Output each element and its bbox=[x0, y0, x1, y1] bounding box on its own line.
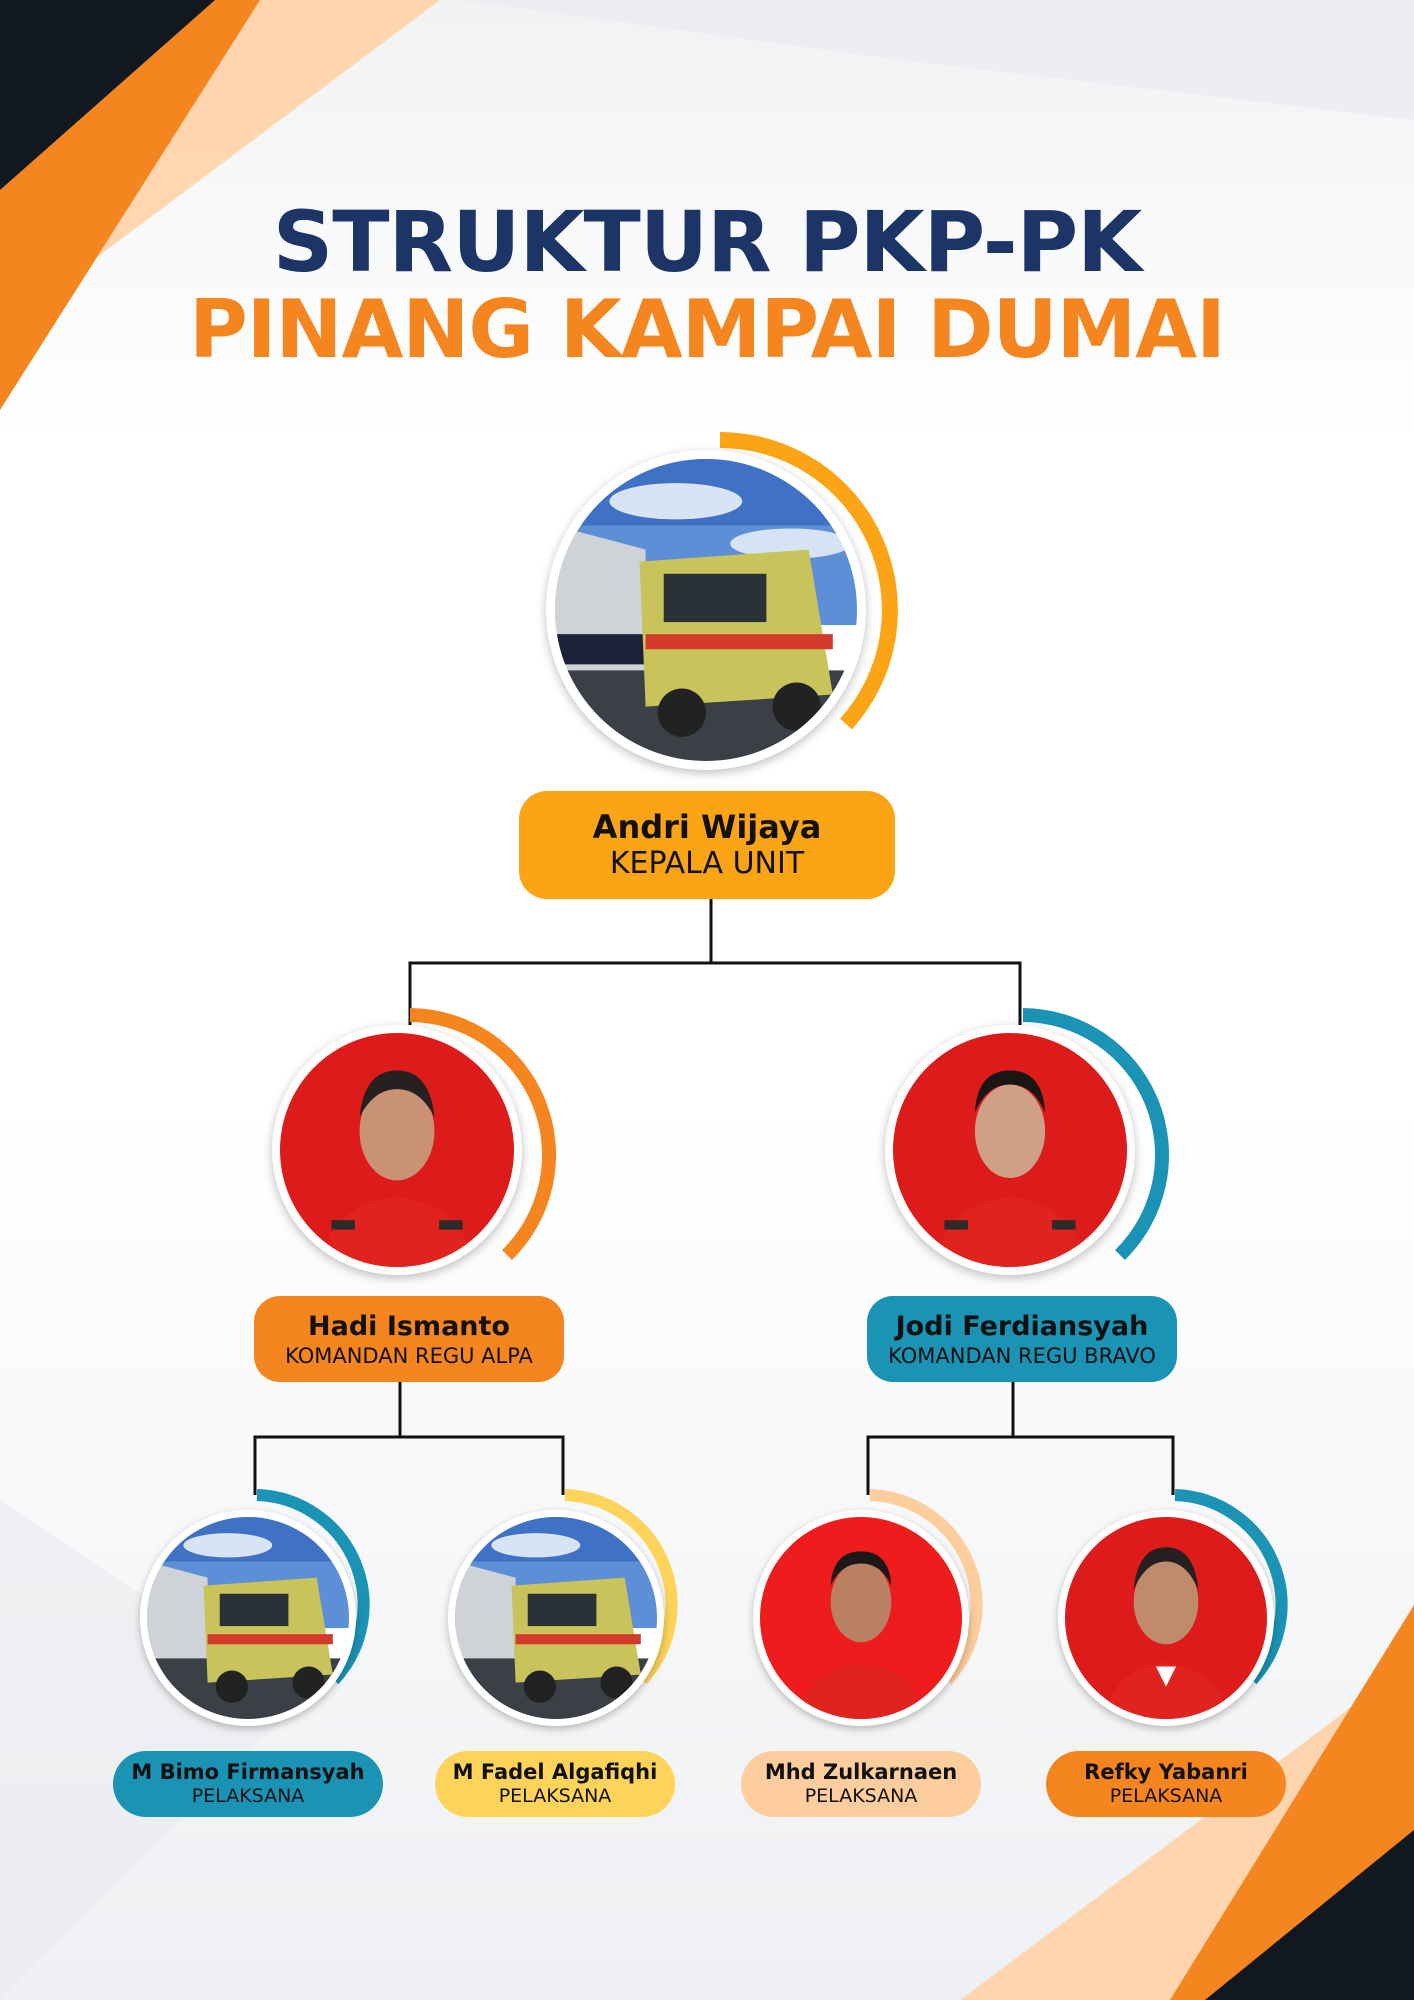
firefighter-portrait-photo bbox=[760, 1517, 962, 1719]
node-name: M Fadel Algafiqhi bbox=[452, 1760, 658, 1784]
bravo-photo bbox=[885, 1025, 1135, 1275]
node-name: Refky Yabanri bbox=[1084, 1760, 1248, 1784]
photo-accent-arc bbox=[1022, 1008, 1169, 1260]
staff-label-4: Refky Yabanri PELAKSANA bbox=[1046, 1751, 1286, 1817]
node-role: PELAKSANA bbox=[191, 1785, 305, 1807]
firefighter-portrait-photo bbox=[280, 1033, 514, 1267]
node-name: Andri Wijaya bbox=[592, 808, 822, 846]
staff-label-3: Mhd Zulkarnaen PELAKSANA bbox=[741, 1751, 981, 1817]
staff-label-1: M Bimo Firmansyah PELAKSANA bbox=[113, 1751, 383, 1817]
node-role: KEPALA UNIT bbox=[609, 846, 805, 881]
fire-truck-photo bbox=[555, 459, 857, 761]
node-name: Hadi Ismanto bbox=[308, 1310, 510, 1342]
alpha-label: Hadi Ismanto KOMANDAN REGU ALPA bbox=[254, 1296, 564, 1382]
photo-accent-arc bbox=[869, 1489, 983, 1685]
photo-accent-arc bbox=[564, 1489, 678, 1685]
node-role: PELAKSANA bbox=[804, 1785, 918, 1807]
head-photo bbox=[546, 450, 866, 770]
node-role: KOMANDAN REGU ALPA bbox=[285, 1343, 533, 1368]
fire-truck-photo bbox=[147, 1517, 349, 1719]
photo-accent-arc bbox=[1174, 1489, 1288, 1685]
photo-accent-arc bbox=[719, 432, 898, 730]
fire-truck-photo bbox=[455, 1517, 657, 1719]
staff-label-2: M Fadel Algafiqhi PELAKSANA bbox=[435, 1751, 675, 1817]
staff-photo-1 bbox=[140, 1510, 356, 1726]
staff-photo-2 bbox=[448, 1510, 664, 1726]
head-label: Andri Wijaya KEPALA UNIT bbox=[519, 791, 895, 899]
node-role: KOMANDAN REGU BRAVO bbox=[888, 1343, 1156, 1368]
photo-accent-arc bbox=[256, 1489, 370, 1685]
node-role: PELAKSANA bbox=[498, 1785, 612, 1807]
node-name: M Bimo Firmansyah bbox=[131, 1760, 365, 1784]
bravo-label: Jodi Ferdiansyah KOMANDAN REGU BRAVO bbox=[867, 1296, 1177, 1382]
node-name: Jodi Ferdiansyah bbox=[895, 1310, 1149, 1342]
staff-photo-3 bbox=[753, 1510, 969, 1726]
staff-photo-4 bbox=[1058, 1510, 1274, 1726]
alpha-photo bbox=[272, 1025, 522, 1275]
firefighter-portrait-photo bbox=[1065, 1517, 1267, 1719]
page-title: STRUKTUR PKP-PK bbox=[272, 193, 1142, 291]
node-role: PELAKSANA bbox=[1109, 1785, 1223, 1807]
photo-accent-arc bbox=[409, 1008, 556, 1260]
page-subtitle: PINANG KAMPAI DUMAI bbox=[189, 283, 1226, 376]
firefighter-portrait-photo bbox=[893, 1033, 1127, 1267]
node-name: Mhd Zulkarnaen bbox=[764, 1760, 958, 1784]
